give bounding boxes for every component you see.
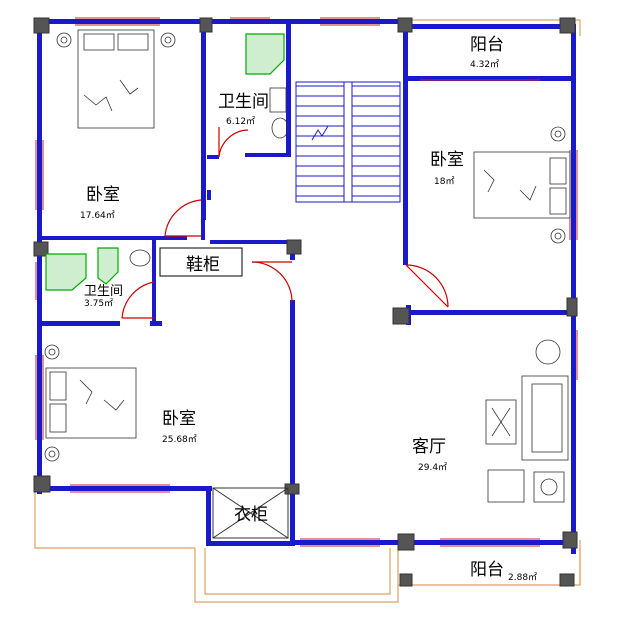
bedroom-nw-name: 卧室 bbox=[86, 185, 120, 205]
wall-bath-top-right bbox=[286, 20, 291, 155]
side-table bbox=[535, 339, 561, 365]
bedroom-ne-area: 18㎡ bbox=[434, 176, 454, 187]
living-room-area: 29.4㎡ bbox=[418, 462, 447, 473]
bath-top-name: 卫生间 bbox=[218, 92, 269, 112]
balcony-bottom-outline bbox=[194, 548, 399, 603]
shower-tray bbox=[45, 253, 87, 291]
bath-left-fixtures bbox=[45, 247, 151, 291]
wall-bath-left-bottom bbox=[37, 321, 120, 326]
wall-balcony-ne-bottom bbox=[406, 76, 576, 81]
wall-shoe-top bbox=[210, 240, 295, 244]
living-room-furniture bbox=[485, 339, 569, 503]
door-bedroom-ne bbox=[405, 264, 449, 308]
wall-stair-right bbox=[403, 20, 408, 265]
bedroom-sw-name: 卧室 bbox=[162, 409, 196, 429]
bed-ne bbox=[473, 126, 571, 244]
column bbox=[33, 475, 51, 493]
staircase bbox=[295, 81, 401, 203]
column bbox=[562, 531, 578, 549]
bath-left-area: 3.75㎡ bbox=[84, 298, 113, 309]
windows bbox=[35, 17, 578, 547]
wall-wardrobe-bottom bbox=[206, 541, 295, 546]
wall-bedroom-ne-bottom bbox=[406, 310, 576, 315]
balcony-sw-outline bbox=[34, 490, 195, 549]
door-bath-left bbox=[121, 281, 155, 319]
bath-left-name: 卫生间 bbox=[84, 284, 123, 299]
wall-bedroom-nw-right bbox=[201, 20, 206, 220]
column bbox=[33, 17, 50, 34]
column bbox=[199, 17, 213, 33]
bedroom-ne-name: 卧室 bbox=[430, 150, 464, 170]
coffee-table bbox=[485, 399, 517, 445]
bath-top-fixtures bbox=[245, 33, 289, 139]
wall-bedroom-nw-bottom bbox=[37, 236, 187, 240]
balcony-se-area: 2.88㎡ bbox=[508, 572, 537, 583]
shower-tray bbox=[245, 33, 285, 75]
column bbox=[286, 239, 302, 255]
wall-wardrobe-right bbox=[290, 486, 295, 546]
sofa bbox=[521, 375, 569, 461]
balcony-bottom-inner bbox=[204, 548, 391, 595]
wall-bottom-right bbox=[290, 540, 575, 545]
wall-bedroom-sw-right bbox=[290, 300, 295, 490]
bedroom-sw-area: 25.68㎡ bbox=[162, 434, 197, 445]
door-bath-top bbox=[218, 129, 249, 158]
wall-right bbox=[571, 24, 576, 554]
interior-walls bbox=[37, 20, 576, 490]
bed-sw bbox=[44, 344, 137, 462]
shoe-cabinet-name: 鞋柜 bbox=[186, 255, 220, 275]
column bbox=[399, 573, 413, 587]
column bbox=[559, 17, 576, 34]
wardrobe-name: 衣柜 bbox=[234, 505, 268, 525]
column bbox=[392, 307, 410, 325]
bath-top-area: 6.12㎡ bbox=[226, 116, 255, 127]
balcony-ne-name: 阳台 bbox=[470, 35, 504, 55]
column bbox=[33, 241, 49, 257]
column bbox=[284, 483, 300, 495]
room-labels: 卧室 17.64㎡ 卫生间 6.12㎡ 阳台 4.32㎡ 卧室 18㎡ 卫生间 … bbox=[80, 35, 537, 583]
bed-nw bbox=[56, 29, 176, 129]
shoe-cabinet bbox=[159, 247, 243, 277]
doors bbox=[121, 127, 449, 319]
armchair bbox=[487, 469, 525, 503]
column bbox=[397, 533, 415, 551]
balcony-outlines bbox=[34, 19, 581, 603]
wall-top-right bbox=[406, 24, 576, 29]
column bbox=[566, 297, 578, 317]
wall-top-left bbox=[37, 19, 412, 24]
living-room-name: 客厅 bbox=[412, 437, 446, 457]
structural-columns bbox=[33, 17, 578, 587]
wall-bottom-left bbox=[37, 486, 212, 491]
door-bedroom-nw bbox=[164, 199, 202, 237]
wall-wardrobe-left bbox=[206, 486, 211, 546]
balcony-ne-outline bbox=[410, 19, 581, 36]
wardrobe bbox=[212, 487, 289, 539]
column bbox=[397, 17, 413, 33]
balcony-ne-area: 4.32㎡ bbox=[470, 59, 499, 70]
balcony-se-name: 阳台 bbox=[470, 560, 504, 580]
door-bedroom-sw bbox=[251, 261, 293, 303]
column bbox=[559, 573, 575, 587]
bedroom-nw-area: 17.64㎡ bbox=[80, 210, 115, 221]
